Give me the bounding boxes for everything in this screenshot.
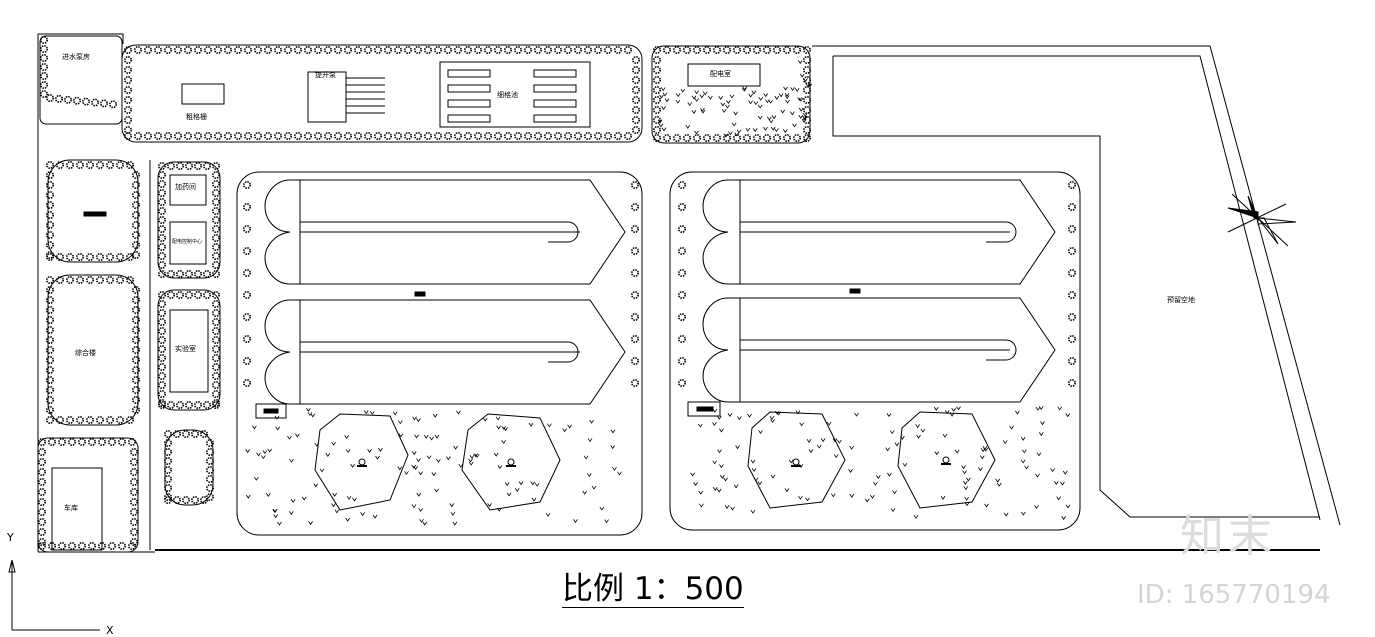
clarifier-west-2 xyxy=(461,413,561,511)
reserve-land-outline xyxy=(832,56,1320,518)
axis-y-label: Y xyxy=(7,531,14,544)
east-boundary-inner xyxy=(833,55,1321,521)
lift-pump-label: 提升泵 xyxy=(315,71,336,79)
lab-label: 实验室 xyxy=(175,345,196,353)
plot-left-2 xyxy=(47,274,139,426)
ditch-east-1 xyxy=(702,179,1056,285)
power-room-building xyxy=(687,63,761,87)
plot-dosing xyxy=(157,161,221,279)
reserve-land-label: 预留空地 xyxy=(1167,296,1195,304)
scale-label: 比例 1：500 xyxy=(562,571,744,608)
ditch-east-2 xyxy=(702,297,1056,403)
plot-garage xyxy=(37,437,139,553)
lab-building xyxy=(169,309,209,393)
control-building xyxy=(169,221,207,265)
ditch-west-2 xyxy=(264,299,626,405)
grit-tank-label: 细格池 xyxy=(497,91,518,99)
garage-building xyxy=(51,467,103,551)
plot-pretreatment xyxy=(121,44,643,143)
pump-house-east xyxy=(687,401,721,417)
plot-inlet xyxy=(39,35,123,125)
clarifier-east-1 xyxy=(747,411,846,509)
axis-marker-icon xyxy=(8,559,100,631)
axis-x-label: X xyxy=(106,624,114,637)
inlet-room-label: 进水泵房 xyxy=(62,53,90,61)
lift-pump-well xyxy=(307,71,347,123)
ditch-west-1 xyxy=(264,179,626,285)
plot-treatment-east xyxy=(669,171,1081,531)
plot-small-round xyxy=(164,429,214,506)
plot-power xyxy=(651,45,811,144)
office-label: 综合楼 xyxy=(75,349,96,357)
north-arrow-icon xyxy=(1227,193,1297,247)
plot-treatment-west xyxy=(236,171,643,536)
garage-label: 车库 xyxy=(64,504,78,512)
coarse-screen-label: 粗格栅 xyxy=(186,113,207,121)
dosing-building xyxy=(169,174,207,206)
watermark-brand: 知末 xyxy=(1180,511,1276,562)
power-room-label: 配电室 xyxy=(710,70,731,78)
control-center-label: 配电控制中心 xyxy=(172,239,203,245)
plot-lab xyxy=(157,289,221,411)
east-boundary xyxy=(812,45,1341,526)
pump-house-west xyxy=(255,403,287,419)
plot-left-1 xyxy=(47,159,139,263)
site-boundary xyxy=(38,33,124,44)
clarifier-west-1 xyxy=(314,413,409,511)
grit-tank-outline xyxy=(439,61,591,128)
clarifier-east-2 xyxy=(897,411,996,509)
dosing-room-label: 加药间 xyxy=(175,183,196,191)
watermark-id: ID: 165770194 xyxy=(1137,580,1331,610)
